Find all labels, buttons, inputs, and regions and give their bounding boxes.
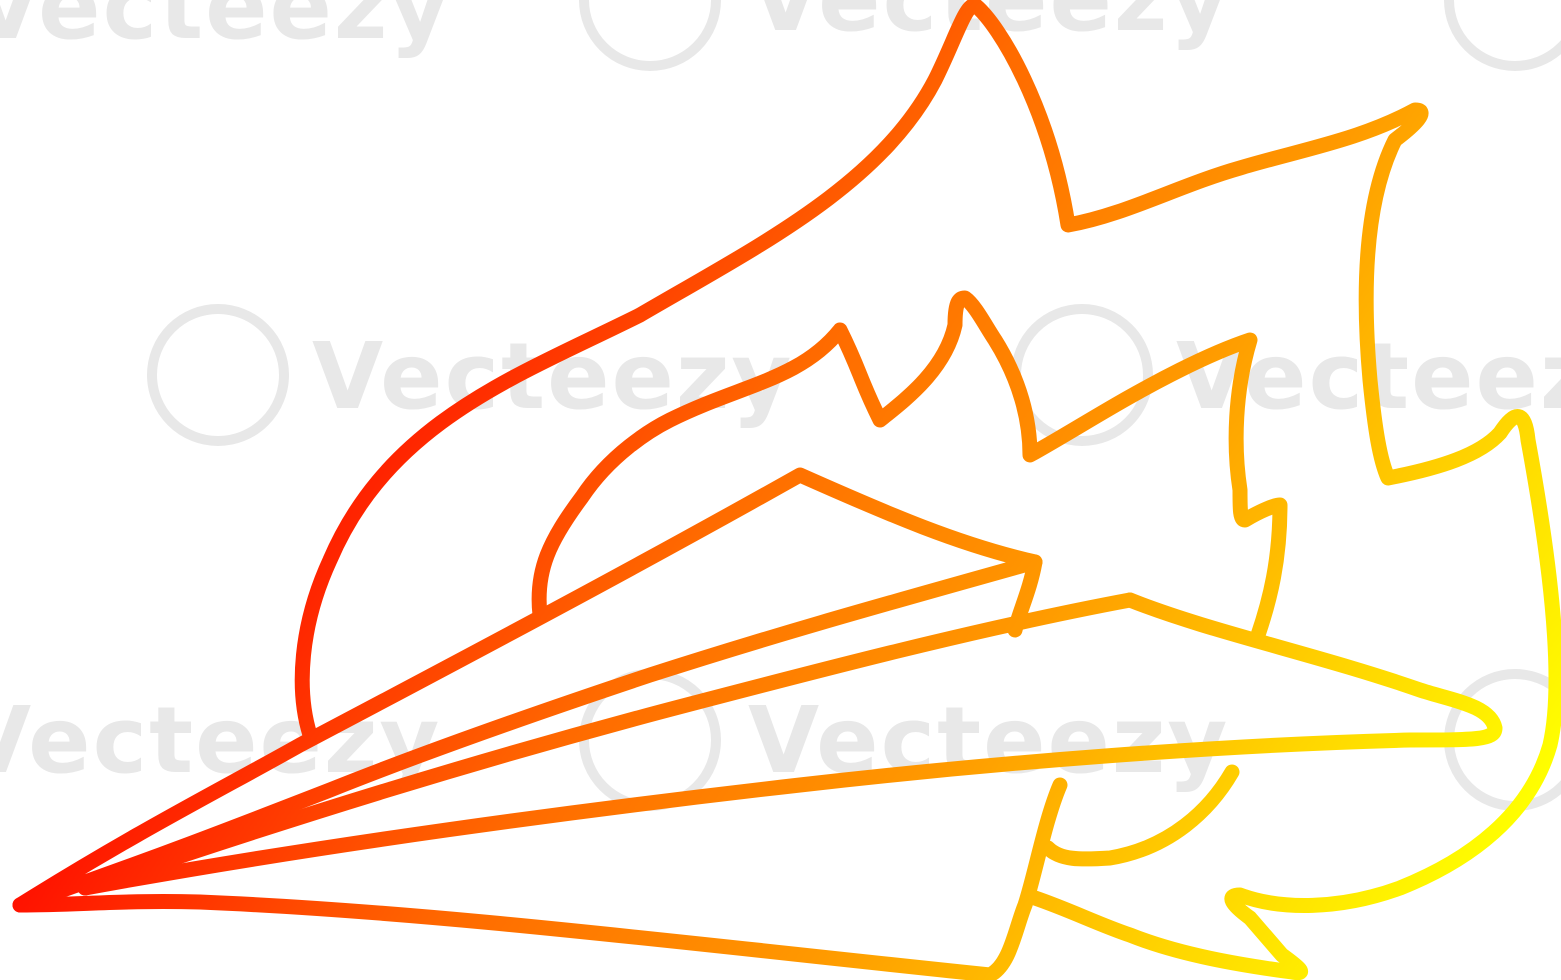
watermark-top-left: Vecteezy <box>0 0 451 60</box>
inner-flame <box>531 290 1288 643</box>
watermark-text: Vecteezy <box>312 323 793 430</box>
plane-center-fold <box>77 592 1138 896</box>
plane-keel <box>12 777 1068 980</box>
watermark-middle-left: Vecteezy <box>147 304 793 446</box>
plane-lower-body <box>77 592 1503 896</box>
lower-flame-tongue <box>1040 764 1240 867</box>
watermark-lower-center: Vecteezy <box>579 669 1227 811</box>
line-art <box>12 0 1561 980</box>
outer-flame <box>294 0 1561 980</box>
watermark-logo-icon <box>579 0 721 71</box>
watermark-text: Vecteezy <box>0 0 451 60</box>
plane-fold-tab <box>1007 554 1043 638</box>
watermark-top-right <box>1444 0 1561 71</box>
watermark-logo-icon <box>147 304 289 446</box>
watermark-logo-icon <box>1444 0 1561 71</box>
watermark-top-center: Vecteezy <box>579 0 1229 71</box>
